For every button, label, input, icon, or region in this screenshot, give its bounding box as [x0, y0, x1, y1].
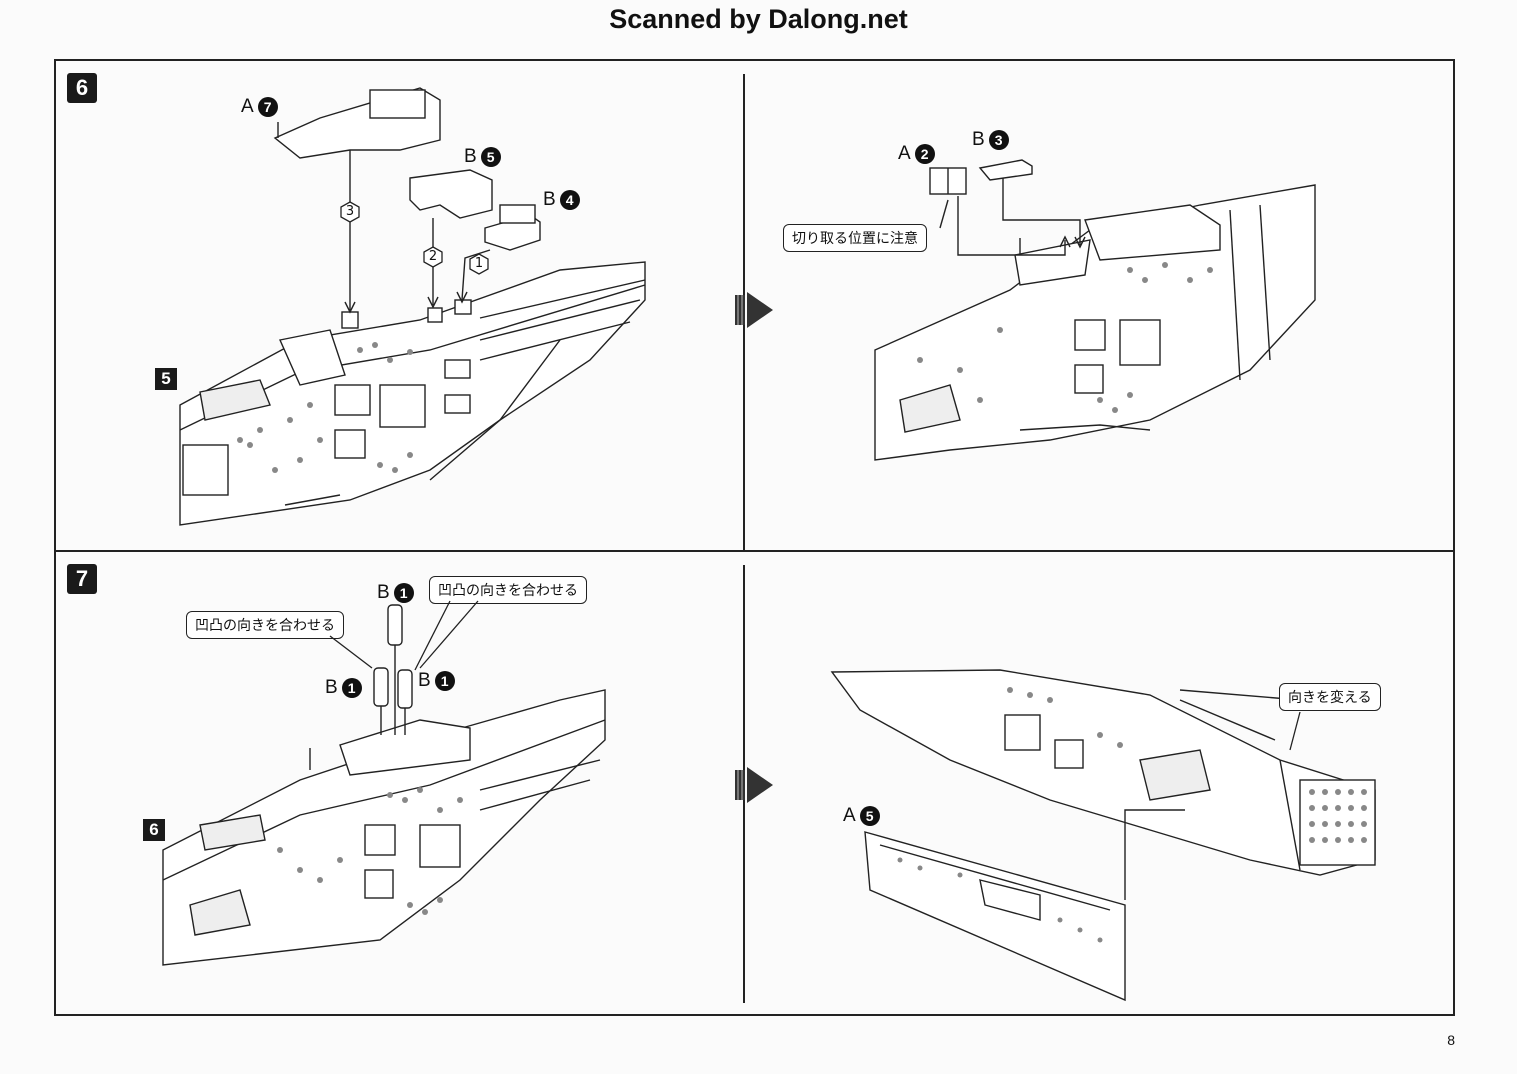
part-tree-letter: A	[898, 143, 911, 164]
part-a5-panel-drawing	[864, 831, 1126, 1002]
flow-arrow-tail	[735, 295, 745, 325]
order-marker-1: 1	[468, 253, 490, 275]
part-number-badge: 2	[914, 144, 935, 164]
part-tree-letter: A	[843, 805, 856, 826]
previous-step-ref-5: 5	[155, 368, 177, 390]
hull-step6-left	[179, 261, 646, 526]
part-number-badge: 7	[257, 97, 278, 117]
panel-divider-horizontal	[54, 550, 1455, 552]
scan-credit: Scanned by Dalong.net	[609, 4, 908, 34]
hull-step7-left	[162, 689, 606, 966]
order-number: 3	[345, 204, 355, 219]
part-b1-pins-drawing	[373, 604, 413, 735]
order-number: 1	[474, 256, 484, 271]
flow-arrow-icon	[747, 292, 773, 328]
note-align-right: 凹凸の向きを合わせる	[429, 576, 587, 604]
order-marker-2: 2	[422, 246, 444, 268]
part-tree-letter: A	[241, 96, 254, 117]
part-number-badge: 5	[859, 806, 880, 826]
note-change-orientation: 向きを変える	[1279, 683, 1381, 711]
part-b4-drawing	[484, 204, 541, 251]
note-cut-position: 切り取る位置に注意	[783, 224, 927, 252]
step-number-6: 6	[67, 73, 97, 103]
page-number: 8	[1447, 1032, 1455, 1048]
part-tree-letter: B	[464, 146, 477, 167]
part-a2-drawing	[929, 167, 967, 195]
part-a7-drawing	[273, 87, 441, 159]
part-number-badge: 1	[434, 671, 455, 691]
part-b5-drawing	[409, 169, 493, 219]
part-tree-letter: B	[972, 129, 985, 150]
part-tree-letter: B	[377, 582, 390, 603]
part-tree-letter: B	[543, 189, 556, 210]
hull-step6-right	[874, 184, 1316, 461]
part-number-badge: 5	[480, 147, 501, 167]
part-number-badge: 3	[988, 130, 1009, 150]
part-b3-drawing	[978, 159, 1033, 181]
instruction-frame	[54, 59, 1455, 1016]
part-tree-letter: B	[325, 677, 338, 698]
part-tree-letter: B	[418, 670, 431, 691]
previous-step-ref-6: 6	[143, 819, 165, 841]
part-number-badge: 1	[393, 583, 414, 603]
order-number: 2	[428, 249, 438, 264]
step-number-7: 7	[67, 564, 97, 594]
note-align-left: 凹凸の向きを合わせる	[186, 611, 344, 639]
flow-arrow-tail	[735, 770, 745, 800]
part-number-badge: 4	[559, 190, 580, 210]
flow-arrow-icon	[747, 767, 773, 803]
part-number-badge: 1	[341, 678, 362, 698]
order-marker-3: 3	[339, 201, 361, 223]
